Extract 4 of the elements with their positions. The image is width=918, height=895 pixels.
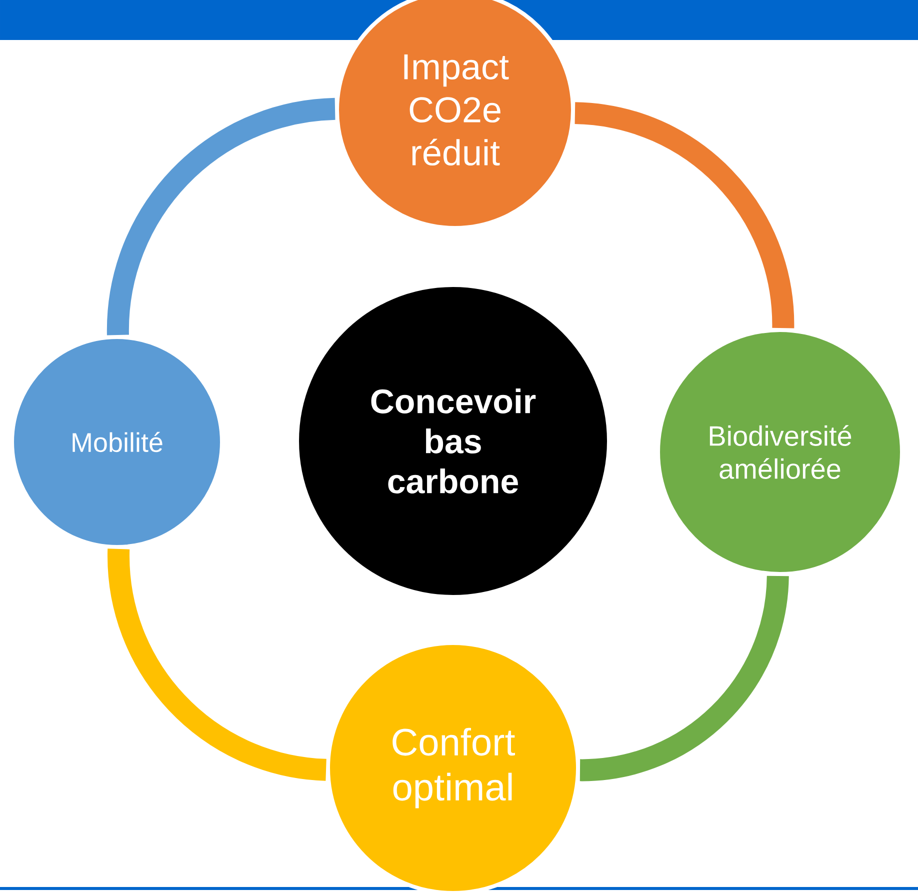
ring-arc (108, 548, 328, 781)
ring-arc (579, 575, 789, 782)
ring-arc (106, 98, 336, 336)
ring-arc (574, 102, 794, 329)
